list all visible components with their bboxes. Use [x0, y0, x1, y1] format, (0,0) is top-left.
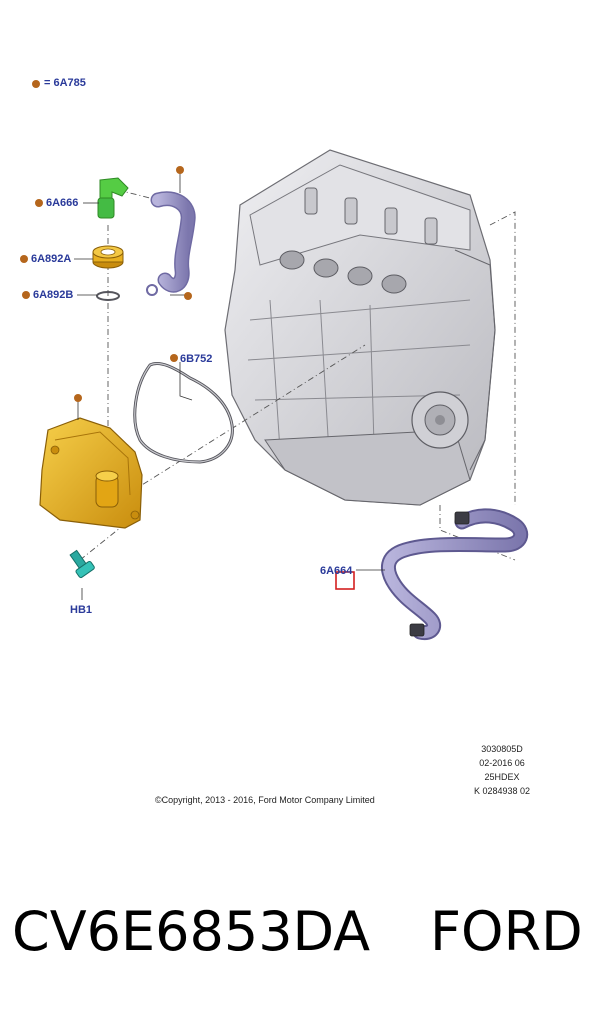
copyright-notice: ©Copyright, 2013 - 2016, Ford Motor Comp…: [155, 795, 375, 805]
bolt-hb1: [69, 549, 95, 579]
legend-dot: [32, 80, 40, 88]
gasket-6b752: [133, 362, 234, 464]
engine-block: [224, 149, 496, 506]
metadata-block: 3030805D 02-2016 06 25HDEX K 0284938 02: [462, 742, 542, 798]
oil-separator-housing: [39, 417, 143, 529]
part-number-caption: CV6E6853DA: [12, 900, 371, 963]
meta-line-2: 02-2016 06: [479, 758, 525, 768]
dot-6a892b: [22, 291, 30, 299]
callout-leaders: [74, 172, 385, 600]
meta-line-4: K 0284938 02: [473, 786, 531, 796]
dot-hose-clamp: [184, 292, 192, 300]
callout-6a666: 6A666: [46, 197, 79, 209]
callout-6a892a: 6A892A: [31, 253, 72, 265]
dot-housing: [74, 394, 82, 402]
highlight-box: [335, 571, 355, 590]
vent-hose-small: [146, 191, 196, 296]
callout-hb1: HB1: [70, 604, 93, 616]
seal-6a892a: [92, 245, 124, 269]
dot-6b752: [170, 354, 178, 362]
callout-6a664: 6A664: [320, 565, 353, 577]
callout-6a892b: 6A892B: [33, 289, 74, 301]
brand-caption: FORD: [430, 900, 583, 963]
callout-6b752: 6B752: [180, 353, 213, 365]
dot-6a892a: [20, 255, 28, 263]
meta-line-3: 25HDEX: [484, 772, 520, 782]
dot-vent-hose: [176, 166, 184, 174]
oring-6a892b: [96, 291, 120, 301]
connector-6a666: [97, 177, 129, 219]
dot-6a666: [35, 199, 43, 207]
meta-line-1: 3030805D: [481, 744, 523, 754]
vent-tube-6a664: [381, 508, 529, 641]
legend-label: = 6A785: [44, 77, 86, 89]
